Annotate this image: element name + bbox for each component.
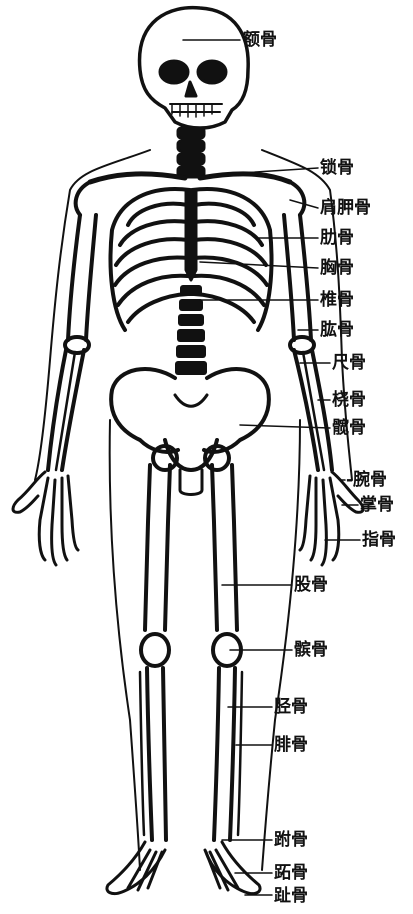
- label-patella: 髌骨: [294, 640, 328, 660]
- label-frontal-bone: 额骨: [243, 30, 277, 50]
- label-humerus: 肱骨: [320, 320, 354, 340]
- femurs: [145, 465, 237, 630]
- label-metacarpal: 掌骨: [360, 495, 394, 515]
- label-fibula: 腓骨: [274, 735, 308, 755]
- hand-left-side: [13, 472, 78, 565]
- label-sternum: 胸骨: [320, 258, 354, 278]
- label-rib: 肋骨: [320, 228, 354, 248]
- label-carpal: -腕骨: [346, 470, 387, 490]
- label-tarsal: 跗骨: [274, 830, 308, 850]
- patella-left: [141, 634, 169, 666]
- label-hip-bone: 髋骨: [332, 418, 366, 438]
- label-scapula: 肩胛骨: [320, 198, 371, 218]
- lower-legs: [140, 668, 242, 840]
- arm-left-side: [48, 215, 96, 470]
- feet: [107, 842, 260, 894]
- label-tibia: 胫骨: [274, 697, 308, 717]
- spine: [175, 285, 207, 375]
- arm-right-side: [284, 215, 332, 470]
- sternum-shape: [186, 190, 196, 280]
- skull: [140, 8, 249, 128]
- label-ulna: 尺骨: [332, 353, 366, 373]
- label-metatarsal: 跖骨: [274, 863, 308, 883]
- pelvis: [111, 369, 269, 495]
- cervical-spine: [178, 128, 204, 177]
- label-clavicle: 锁骨: [320, 158, 354, 178]
- label-phalanx-hand: 指骨: [362, 530, 396, 550]
- label-phalanx-foot: 趾骨: [274, 886, 308, 906]
- label-femur: 股骨: [294, 575, 328, 595]
- label-vertebra: 椎骨: [320, 290, 354, 310]
- label-radius: 桡骨: [332, 390, 366, 410]
